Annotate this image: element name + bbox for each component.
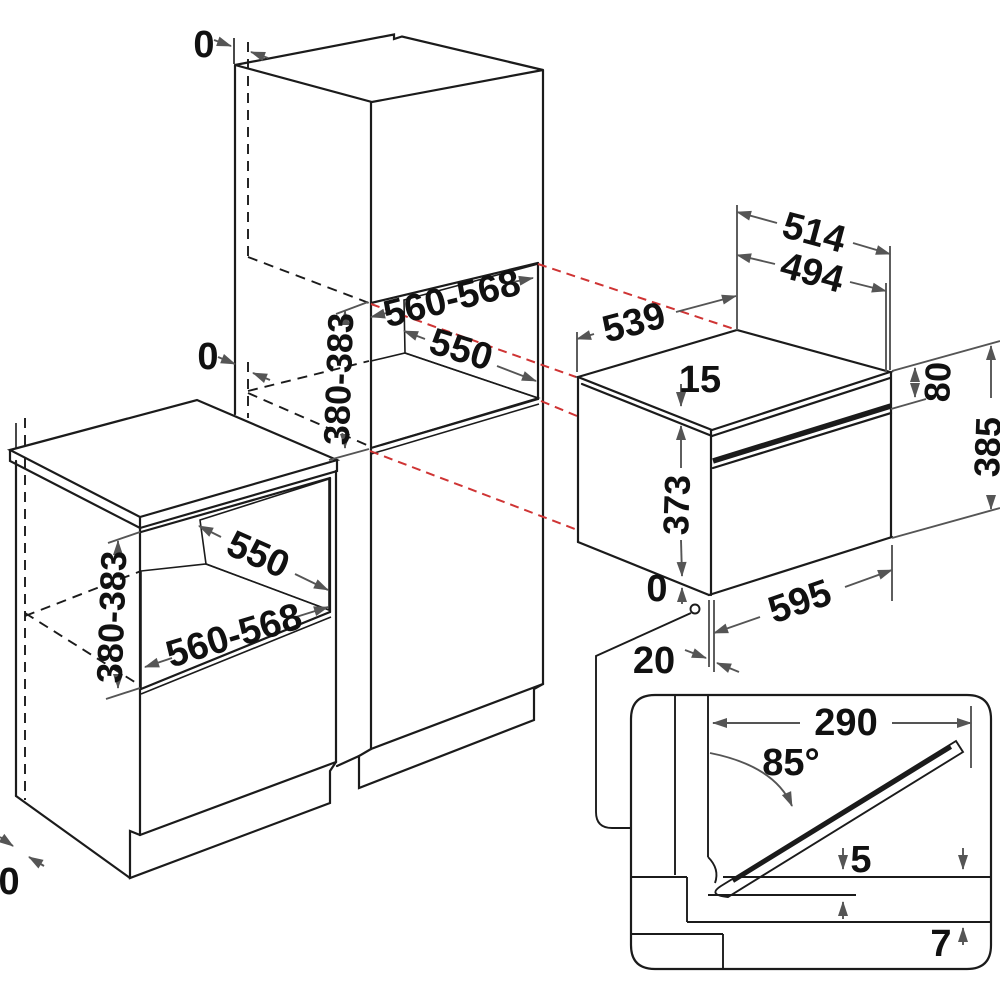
dim-appliance-top-trim: 15 [679,359,721,401]
door-detail [595,603,993,971]
dim-detail-door-angle: 85° [762,742,819,784]
hidden-wall-lines [15,38,370,800]
dim-door-bottom-clearance: 20 [633,640,675,682]
dim-wall-gap-counter: 0 [197,336,218,378]
dim-detail-gap-front: 7 [930,923,951,965]
dim-detail-door-reach: 290 [814,702,877,744]
projection-lines [369,263,735,530]
dim-wall-gap-top: 0 [193,24,214,66]
base-cabinet [6,398,341,880]
dim-appliance-trim-height: 80 [916,361,958,402]
dim-tall-niche-height: 380-383 [316,312,362,445]
appliance [574,328,894,597]
open-door-section [714,739,965,898]
dim-appliance-width: 595 [763,572,837,632]
dim-appliance-height: 385 [966,416,1000,477]
dim-base-niche-width: 560-568 [161,596,307,677]
dim-appliance-depth-total: 539 [598,295,670,352]
tall-cabinet [233,33,545,790]
dim-tall-niche-depth: 550 [425,321,498,380]
dim-wall-gap-floor: 0 [0,861,20,903]
dimensions: 560-568 550 380-383 560-568 550 380-383 … [0,24,1000,965]
dim-base-niche-depth: 550 [220,523,295,587]
dim-appliance-door-height: 373 [655,474,698,535]
dim-door-plane-gap: 0 [646,568,667,610]
dim-base-niche-height: 380-383 [89,550,135,683]
dim-detail-gap-door: 5 [850,839,871,881]
detail-reference-marker [689,603,701,615]
